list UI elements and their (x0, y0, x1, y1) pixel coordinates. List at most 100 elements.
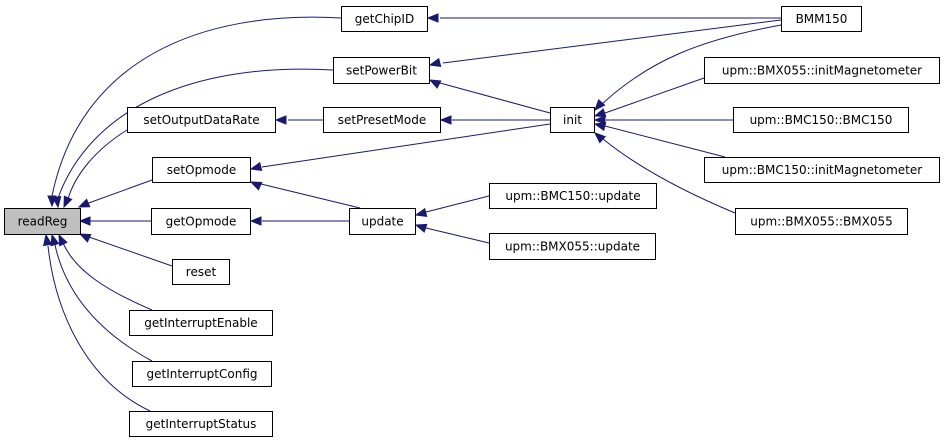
node-box[interactable] (735, 208, 908, 235)
node-box[interactable] (489, 233, 656, 260)
node-BMC150_initMag[interactable]: upm::BMC150::initMagnetometer (704, 157, 940, 183)
edge-BMX055_ctor-to-init (593, 132, 736, 214)
edge-arrowhead (78, 216, 91, 226)
edge-update-to-getOpmode (249, 216, 349, 226)
edge-arrowhead (249, 161, 263, 172)
node-box[interactable] (341, 6, 428, 32)
edge-BMC150_initMag-to-init (593, 121, 726, 158)
edge-line (602, 138, 736, 214)
edge-getOpmode-to-readReg (78, 216, 151, 226)
node-box[interactable] (4, 208, 81, 235)
edge-arrowhead (274, 115, 287, 125)
edge-arrowhead (439, 115, 452, 125)
edge-setPowerBit-to-readReg (51, 68, 334, 209)
node-label: upm::BMC150::initMagnetometer (722, 163, 922, 177)
node-label: getInterruptStatus (146, 417, 257, 431)
edge-arrowhead (428, 57, 442, 68)
node-box[interactable] (127, 107, 276, 133)
edge-arrowhead (50, 233, 60, 247)
node-label: setPresetMode (338, 113, 426, 127)
node-setOpmode[interactable]: setOpmode (152, 157, 251, 183)
node-label: getOpmode (166, 215, 237, 229)
edge-arrowhead (78, 233, 92, 243)
node-box[interactable] (323, 107, 441, 133)
node-getInterruptStatus[interactable]: getInterruptStatus (129, 411, 273, 437)
edge-line (604, 125, 726, 158)
node-box[interactable] (129, 411, 273, 437)
edge-getInterruptStatus-to-readReg (42, 233, 151, 412)
edge-line (62, 242, 153, 311)
node-box[interactable] (704, 157, 940, 183)
node-box[interactable] (550, 107, 595, 133)
node-BMM150[interactable]: BMM150 (781, 6, 862, 32)
node-reset[interactable]: reset (172, 259, 230, 285)
node-box[interactable] (129, 310, 273, 336)
node-getInterruptEnable[interactable]: getInterruptEnable (129, 310, 273, 336)
edge-setOutputDataRate-to-readReg (63, 129, 128, 209)
edge-line (442, 19, 782, 64)
node-box[interactable] (781, 6, 862, 32)
node-getOpmode[interactable]: getOpmode (151, 208, 251, 235)
node-box[interactable] (172, 259, 230, 285)
node-getInterruptConfig[interactable]: getInterruptConfig (132, 361, 272, 387)
edge-init-to-setOpmode (249, 123, 551, 172)
node-BMX055_initMag[interactable]: upm::BMX055::initMagnetometer (704, 57, 940, 84)
node-label: upm::BMX055::BMX055 (750, 215, 893, 229)
node-box[interactable] (152, 157, 251, 183)
node-label: getInterruptConfig (146, 367, 257, 381)
edge-BMX055_initMag-to-init (593, 77, 705, 118)
node-box[interactable] (704, 57, 940, 84)
node-label: getInterruptEnable (144, 316, 257, 330)
node-setOutputDataRate[interactable]: setOutputDataRate (127, 107, 276, 133)
node-label: reset (186, 265, 217, 279)
node-box[interactable] (132, 361, 272, 387)
edge-arrowhead (593, 115, 606, 125)
node-getChipID[interactable]: getChipID (341, 6, 428, 32)
node-BMX055_update[interactable]: upm::BMX055::update (489, 233, 656, 260)
node-init[interactable]: init (550, 107, 595, 133)
edge-update-to-setOpmode (249, 181, 361, 209)
node-box[interactable] (333, 57, 430, 84)
edge-line (425, 195, 490, 213)
edge-line (261, 123, 551, 168)
node-box[interactable] (151, 208, 251, 235)
node-label: setOutputDataRate (143, 113, 259, 127)
node-box[interactable] (489, 183, 657, 209)
edge-arrowhead (58, 233, 68, 247)
edge-line (425, 227, 490, 244)
edge-line (439, 82, 551, 114)
edge-arrowhead (249, 216, 262, 226)
node-BMX055_ctor[interactable]: upm::BMX055::BMX055 (735, 208, 908, 235)
edge-arrowhead (593, 108, 607, 118)
node-BMC150_update[interactable]: upm::BMC150::update (489, 183, 657, 209)
node-update[interactable]: update (349, 208, 416, 235)
edge-BMC150_ctor-to-init (593, 115, 733, 125)
node-label: getChipID (355, 12, 414, 26)
edge-getInterruptConfig-to-readReg (50, 233, 153, 362)
edge-line (47, 245, 151, 412)
node-box[interactable] (733, 107, 909, 133)
edge-BMM150-to-init (594, 24, 782, 112)
edge-BMC150_update-to-update (414, 195, 490, 218)
node-setPresetMode[interactable]: setPresetMode (323, 107, 441, 133)
node-label: init (563, 113, 582, 127)
edge-setOpmode-to-readReg (77, 179, 153, 208)
node-setPowerBit[interactable]: setPowerBit (333, 57, 430, 84)
node-readReg[interactable]: readReg (4, 208, 81, 235)
edges-layer (42, 13, 782, 412)
edge-setPresetMode-to-setOutputDataRate (274, 115, 323, 125)
edge-arrowhead (428, 79, 442, 89)
edge-arrowhead (249, 181, 263, 191)
edge-BMM150-to-getChipID (426, 13, 781, 23)
edge-init-to-setPresetMode (439, 115, 550, 125)
edge-line (67, 129, 128, 200)
node-BMC150_ctor[interactable]: upm::BMC150::BMC150 (733, 107, 909, 133)
edge-arrowhead (51, 195, 62, 209)
edge-reset-to-readReg (78, 233, 173, 267)
edge-arrowhead (63, 195, 73, 209)
edge-line (604, 77, 705, 114)
edge-line (57, 68, 334, 199)
node-label: readReg (18, 215, 68, 229)
node-box[interactable] (349, 208, 416, 235)
